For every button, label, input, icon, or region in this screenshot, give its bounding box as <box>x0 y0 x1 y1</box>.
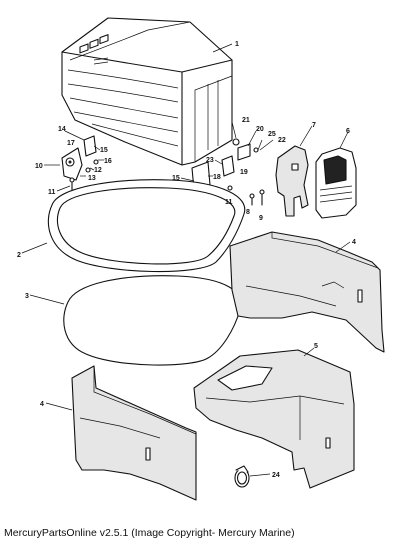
part-4-liner-left[interactable] <box>45 365 197 501</box>
callout-3: 3 <box>25 293 29 300</box>
part-7-plate[interactable] <box>275 125 313 217</box>
callout-13: 13 <box>88 175 96 182</box>
callout-6: 6 <box>346 128 350 135</box>
callout-23: 23 <box>206 157 214 164</box>
callout-14: 14 <box>58 126 66 133</box>
callout-8: 8 <box>246 209 250 216</box>
part-2-seal-ring[interactable] <box>21 179 246 273</box>
callout-12: 12 <box>94 167 102 174</box>
callout-18: 18 <box>213 174 221 181</box>
callout-4-right: 4 <box>352 239 356 246</box>
part-5-liner-lower[interactable] <box>193 347 355 489</box>
callout-17: 17 <box>67 140 75 147</box>
part-6-vent[interactable] <box>315 131 357 219</box>
latch-assembly-left[interactable] <box>44 130 104 192</box>
callout-25: 25 <box>268 131 276 138</box>
part-4-liner-right[interactable] <box>229 231 385 353</box>
exploded-parts-diagram: 1 2 3 4 4 5 6 7 8 9 10 11 11 12 13 14 15… <box>17 17 385 501</box>
callout-20: 20 <box>256 126 264 133</box>
callout-11-right: 11 <box>225 199 233 206</box>
top-cowl[interactable] <box>61 17 233 166</box>
callout-16: 16 <box>104 158 112 165</box>
callout-11-left: 11 <box>48 189 56 196</box>
callout-5: 5 <box>314 343 318 350</box>
callout-4-left: 4 <box>40 401 44 408</box>
callout-21: 21 <box>242 117 250 124</box>
part-3-seal-pad[interactable] <box>29 275 242 366</box>
callout-10: 10 <box>35 163 43 170</box>
callout-1: 1 <box>235 41 239 48</box>
callout-7: 7 <box>312 122 316 129</box>
callout-24: 24 <box>272 472 280 479</box>
callout-9: 9 <box>259 215 263 222</box>
callout-15-left: 15 <box>100 147 108 154</box>
callout-2: 2 <box>17 252 21 259</box>
callout-labels: 1 2 3 4 4 5 6 7 8 9 10 11 11 12 13 14 15… <box>17 41 356 479</box>
part-24-clamp[interactable] <box>234 465 271 488</box>
callout-19: 19 <box>240 169 248 176</box>
callout-15-right: 15 <box>172 175 180 182</box>
callout-22: 22 <box>278 137 286 144</box>
image-caption: MercuryPartsOnline v2.5.1 (Image Copyrig… <box>4 527 295 539</box>
